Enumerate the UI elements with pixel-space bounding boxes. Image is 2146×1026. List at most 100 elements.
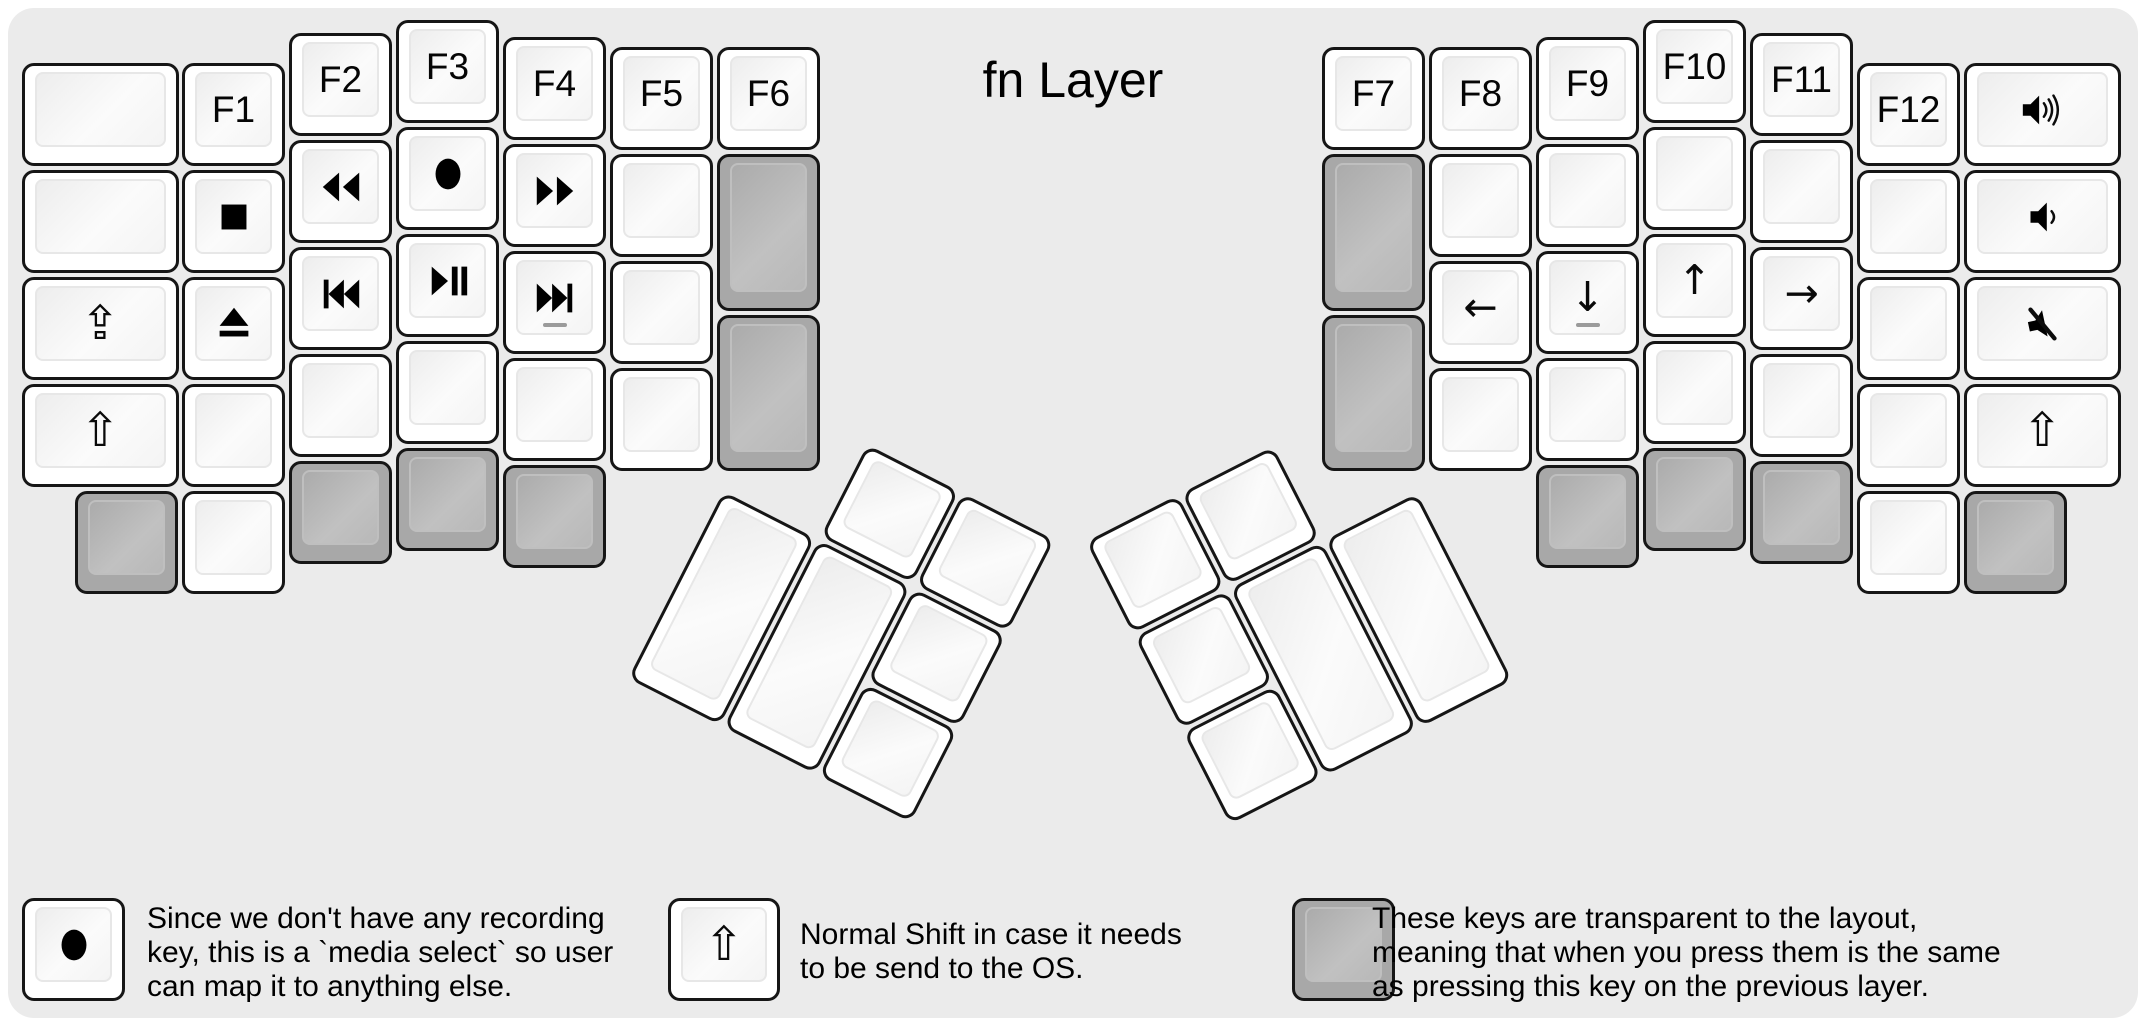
key-blank[interactable]: [610, 154, 713, 257]
keycap-top: [409, 136, 486, 211]
key-transparent[interactable]: [503, 465, 606, 568]
volume-up-icon: [2019, 87, 2065, 133]
key-blank[interactable]: [1429, 368, 1532, 471]
key-f11[interactable]: F11: [1750, 33, 1853, 136]
key-stop[interactable]: [182, 170, 285, 273]
keycap-top: [88, 500, 165, 575]
legend-text-transparent: These keys are transparent to the layout…: [1372, 902, 2001, 1004]
key-fast-forward[interactable]: [503, 144, 606, 247]
keycap-top: [1977, 286, 2108, 361]
key-f6[interactable]: F6: [717, 47, 820, 150]
legend-key-transparent: [1292, 898, 1395, 1001]
key-transparent[interactable]: [75, 491, 178, 594]
mute-icon: [2019, 301, 2065, 347]
keycap-top: [35, 72, 166, 147]
key-f4[interactable]: F4: [503, 37, 606, 140]
key-blank[interactable]: [1536, 358, 1639, 461]
key-transparent[interactable]: [396, 448, 499, 551]
key-f9[interactable]: F9: [1536, 37, 1639, 140]
legend-line: to be send to the OS.: [800, 952, 1084, 985]
key-transparent[interactable]: [1322, 314, 1425, 471]
key-mute[interactable]: [1964, 277, 2121, 380]
keycap-top: [1442, 377, 1519, 452]
key-eject[interactable]: [182, 277, 285, 380]
key-label: F1: [211, 88, 256, 130]
key-transparent[interactable]: [717, 314, 820, 471]
key-play-pause[interactable]: [396, 234, 499, 337]
keycap-top: F12: [1870, 72, 1947, 147]
key-f1[interactable]: F1: [182, 63, 285, 166]
legend-line: meaning that when you press them is the …: [1372, 936, 2001, 969]
key-rewind[interactable]: [289, 140, 392, 243]
key-label: F7: [1351, 72, 1396, 114]
key-blank[interactable]: [1857, 384, 1960, 487]
key-arrow-down[interactable]: ↓: [1536, 251, 1639, 354]
keycap-top: [1977, 72, 2108, 147]
key-transparent[interactable]: [1964, 491, 2067, 594]
key-blank[interactable]: [503, 358, 606, 461]
key-blank[interactable]: [1429, 154, 1532, 257]
key-blank[interactable]: [1643, 341, 1746, 444]
key-blank[interactable]: [22, 170, 179, 273]
key-blank[interactable]: [396, 341, 499, 444]
shift-icon: ⇧: [80, 403, 120, 458]
legend-line: can map it to anything else.: [147, 970, 513, 1003]
keycap-top: [409, 350, 486, 425]
arrow-up-icon: ↑: [1677, 256, 1712, 304]
key-shift[interactable]: ⇧: [22, 384, 179, 487]
key-volume-down[interactable]: [1964, 170, 2121, 273]
key-transparent[interactable]: [289, 461, 392, 564]
key-blank[interactable]: [22, 63, 179, 166]
key-blank[interactable]: [1536, 144, 1639, 247]
key-arrow-right[interactable]: →: [1750, 247, 1853, 350]
key-blank[interactable]: [182, 491, 285, 594]
keycap-top: [409, 243, 486, 318]
legend-line: Normal Shift in case it needs: [800, 918, 1182, 951]
prev-track-icon: [318, 271, 364, 317]
keycap-top: [195, 393, 272, 468]
keycap-top: [1335, 323, 1412, 452]
key-arrow-left[interactable]: ←: [1429, 261, 1532, 364]
key-f10[interactable]: F10: [1643, 20, 1746, 123]
key-f8[interactable]: F8: [1429, 47, 1532, 150]
arrow-left-icon: ←: [1463, 283, 1498, 331]
key-f3[interactable]: F3: [396, 20, 499, 123]
key-prev-track[interactable]: [289, 247, 392, 350]
key-shift[interactable]: ⇧: [1964, 384, 2121, 487]
key-volume-up[interactable]: [1964, 63, 2121, 166]
key-transparent[interactable]: [1750, 461, 1853, 564]
key-blank[interactable]: [182, 384, 285, 487]
key-blank[interactable]: [1643, 127, 1746, 230]
key-f7[interactable]: F7: [1322, 47, 1425, 150]
keycap-top: [730, 323, 807, 452]
keycap-top: ⇧: [1977, 393, 2108, 468]
key-f5[interactable]: F5: [610, 47, 713, 150]
key-transparent[interactable]: [717, 154, 820, 311]
keycap-top: [1763, 363, 1840, 438]
key-blank[interactable]: [1857, 491, 1960, 594]
key-transparent[interactable]: [1536, 465, 1639, 568]
key-blank[interactable]: [1750, 354, 1853, 457]
key-caps-lock[interactable]: ⇪: [22, 277, 179, 380]
key-next-track[interactable]: [503, 251, 606, 354]
key-f2[interactable]: F2: [289, 33, 392, 136]
key-blank[interactable]: [1857, 170, 1960, 273]
key-f12[interactable]: F12: [1857, 63, 1960, 166]
key-blank[interactable]: [1750, 140, 1853, 243]
key-blank[interactable]: [610, 368, 713, 471]
record-icon: [51, 922, 97, 968]
keycap-top: [1763, 149, 1840, 224]
eject-icon: [211, 301, 257, 347]
key-blank[interactable]: [610, 261, 713, 364]
key-arrow-up[interactable]: ↑: [1643, 234, 1746, 337]
key-transparent[interactable]: [1643, 448, 1746, 551]
shift-icon: ⇧: [704, 917, 744, 972]
key-media-select-record[interactable]: [396, 127, 499, 230]
key-label: F10: [1662, 45, 1727, 87]
key-transparent[interactable]: [1322, 154, 1425, 311]
key-blank[interactable]: [1857, 277, 1960, 380]
keycap-top: [1442, 163, 1519, 238]
keycap-top: [516, 474, 593, 549]
key-blank[interactable]: [289, 354, 392, 457]
keycap-top: [1656, 350, 1733, 425]
